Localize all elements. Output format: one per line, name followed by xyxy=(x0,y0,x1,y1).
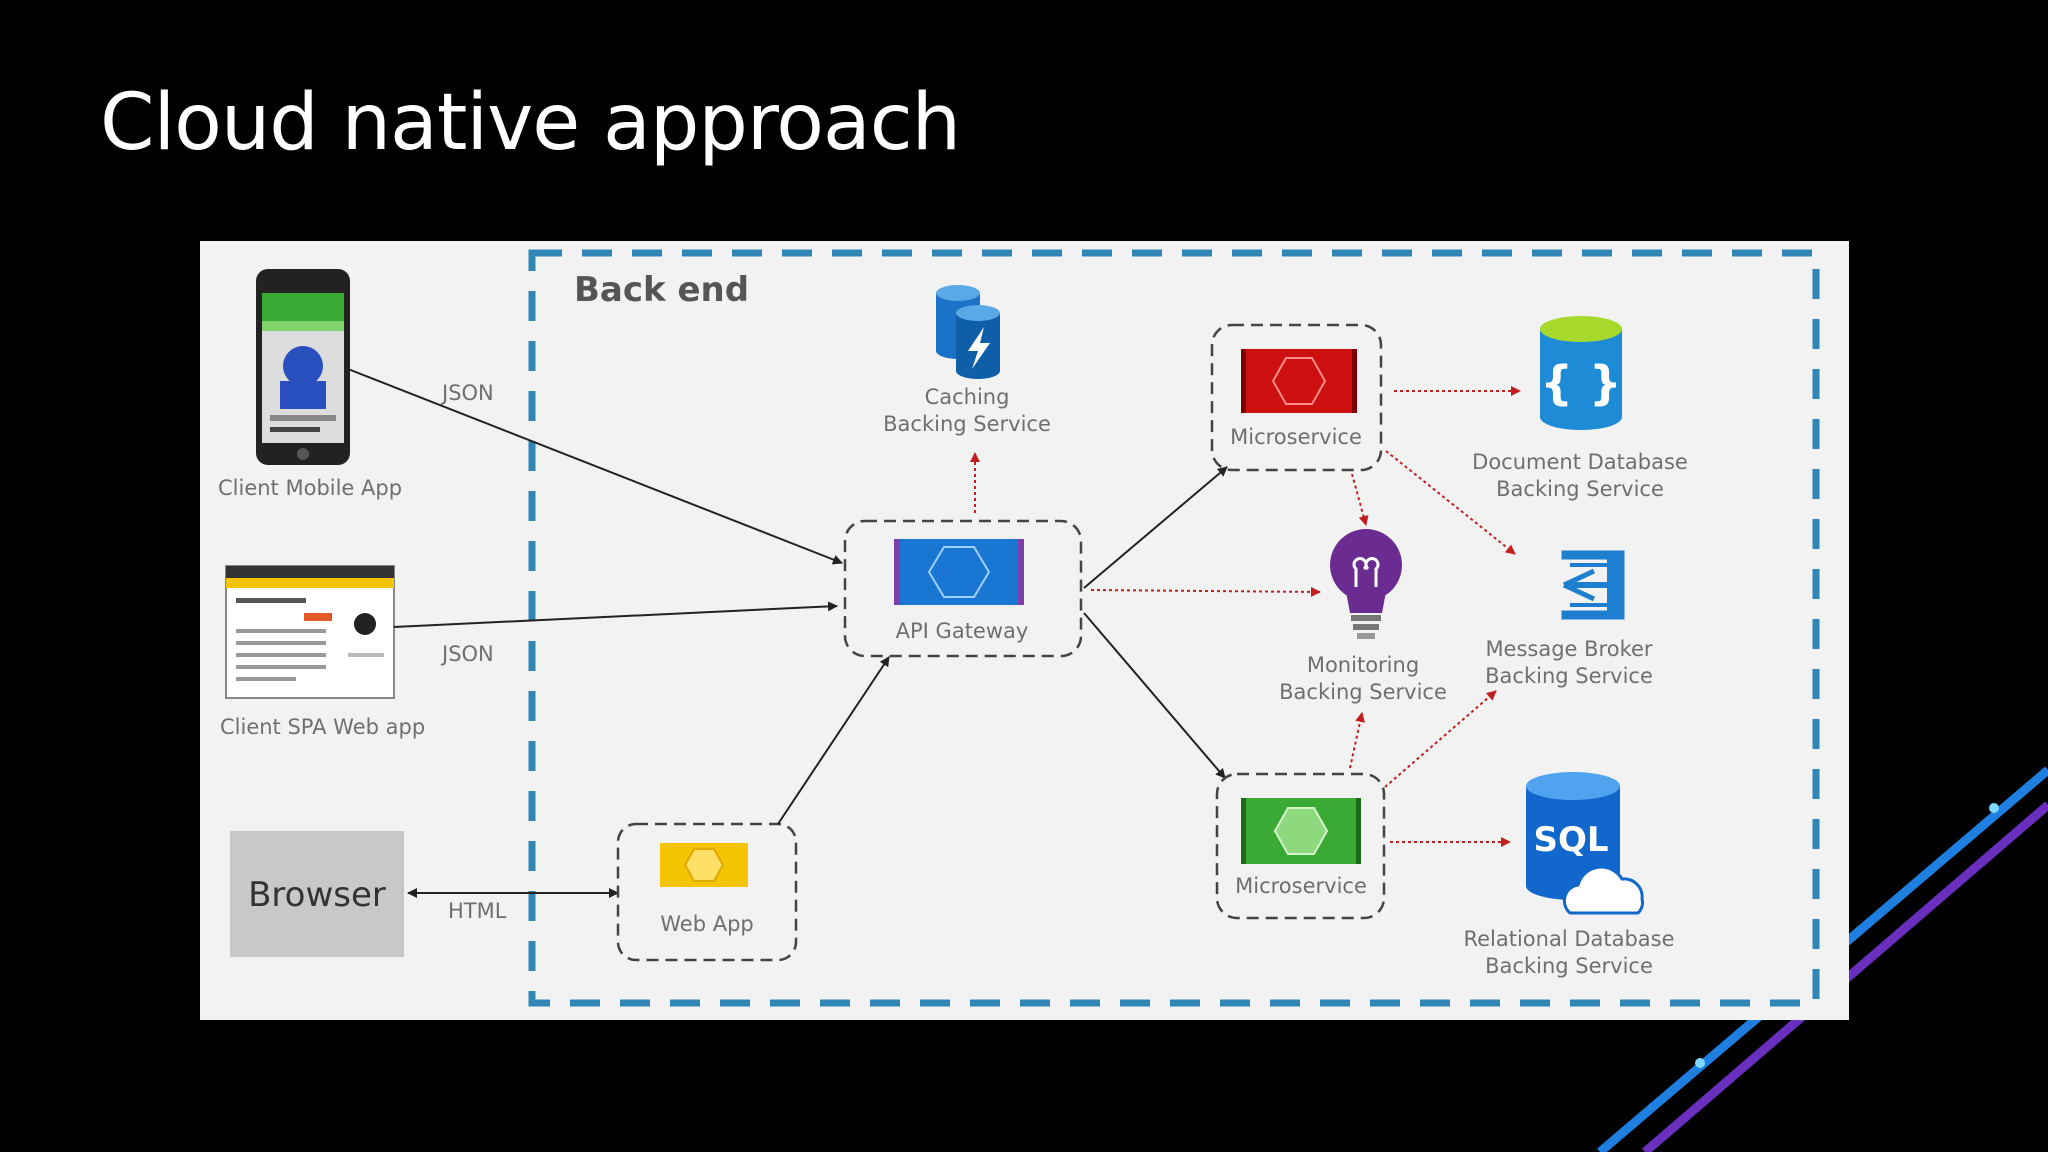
message-broker-icon xyxy=(1561,550,1625,620)
api-gateway-icon xyxy=(894,539,1024,605)
document-db-icon: { } xyxy=(1540,316,1622,430)
backend-boundary xyxy=(528,249,1820,1007)
edge-microservice-1-to-monitoring xyxy=(1351,473,1369,526)
mobile-app-label: Client Mobile App xyxy=(218,476,402,500)
architecture-diagram: Back end Client Mobile App Client SPA We… xyxy=(218,249,1820,1007)
diagram-panel: Back end Client Mobile App Client SPA We… xyxy=(200,241,1849,1020)
mobile-phone-icon xyxy=(256,269,350,465)
webapp-icon xyxy=(660,843,748,887)
edge-gateway-to-monitoring xyxy=(1090,586,1321,597)
webapp-box xyxy=(616,822,798,962)
microservice-green-icon xyxy=(1241,798,1361,864)
microservice-2-label: Microservice xyxy=(1235,874,1367,898)
microservice-1-label: Microservice xyxy=(1230,425,1362,449)
spa-app-label: Client SPA Web app xyxy=(220,715,425,739)
sql-badge: SQL xyxy=(1533,820,1608,860)
microservice-2-box xyxy=(1215,772,1386,920)
edge-gateway-to-microservice-1 xyxy=(1083,466,1228,589)
backend-label: Back end xyxy=(574,270,749,310)
sql-database-icon: SQL xyxy=(1526,772,1644,915)
edge-label-json: JSON xyxy=(440,381,494,405)
document-db-label-line-1: Document Database xyxy=(1472,450,1688,474)
svg-text:{ }: { } xyxy=(1540,356,1622,410)
edge-mobile-to-gateway xyxy=(347,368,843,565)
relational-db-label-line-2: Backing Service xyxy=(1485,954,1653,978)
lightbulb-icon xyxy=(1330,529,1402,639)
browser-box xyxy=(230,831,404,957)
browser-label: Browser xyxy=(248,875,386,915)
microservice-1-box xyxy=(1210,323,1383,472)
caching-label-line-1: Caching xyxy=(925,385,1010,409)
edge-microservice-2-to-broker xyxy=(1384,690,1497,788)
caching-database-icon xyxy=(936,285,1000,379)
edge-gateway-to-microservice-2 xyxy=(1083,612,1226,779)
message-broker-label-line-2: Backing Service xyxy=(1485,664,1653,688)
monitoring-label-line-1: Monitoring xyxy=(1307,653,1419,677)
microservice-red-icon xyxy=(1241,349,1357,413)
webapp-label: Web App xyxy=(660,912,754,936)
edge-label-html: HTML xyxy=(448,899,507,923)
edge-label-json: JSON xyxy=(440,642,494,666)
document-db-label-line-2: Backing Service xyxy=(1496,477,1664,501)
edge-spa-to-gateway xyxy=(393,601,838,628)
spa-screenshot-icon xyxy=(225,565,395,699)
accent-dot xyxy=(1695,1058,1705,1068)
caching-label-line-2: Backing Service xyxy=(883,412,1051,436)
slide-title: Cloud native approach xyxy=(100,78,961,168)
monitoring-label-line-2: Backing Service xyxy=(1279,680,1447,704)
edge-webapp-to-gateway xyxy=(777,656,890,825)
api-gateway-box xyxy=(843,519,1083,658)
accent-dot xyxy=(1989,803,1999,813)
api-gateway-label: API Gateway xyxy=(896,619,1029,643)
message-broker-label-line-1: Message Broker xyxy=(1485,637,1652,661)
edge-microservice-2-to-monitoring xyxy=(1349,712,1365,769)
relational-db-label-line-1: Relational Database xyxy=(1463,927,1674,951)
